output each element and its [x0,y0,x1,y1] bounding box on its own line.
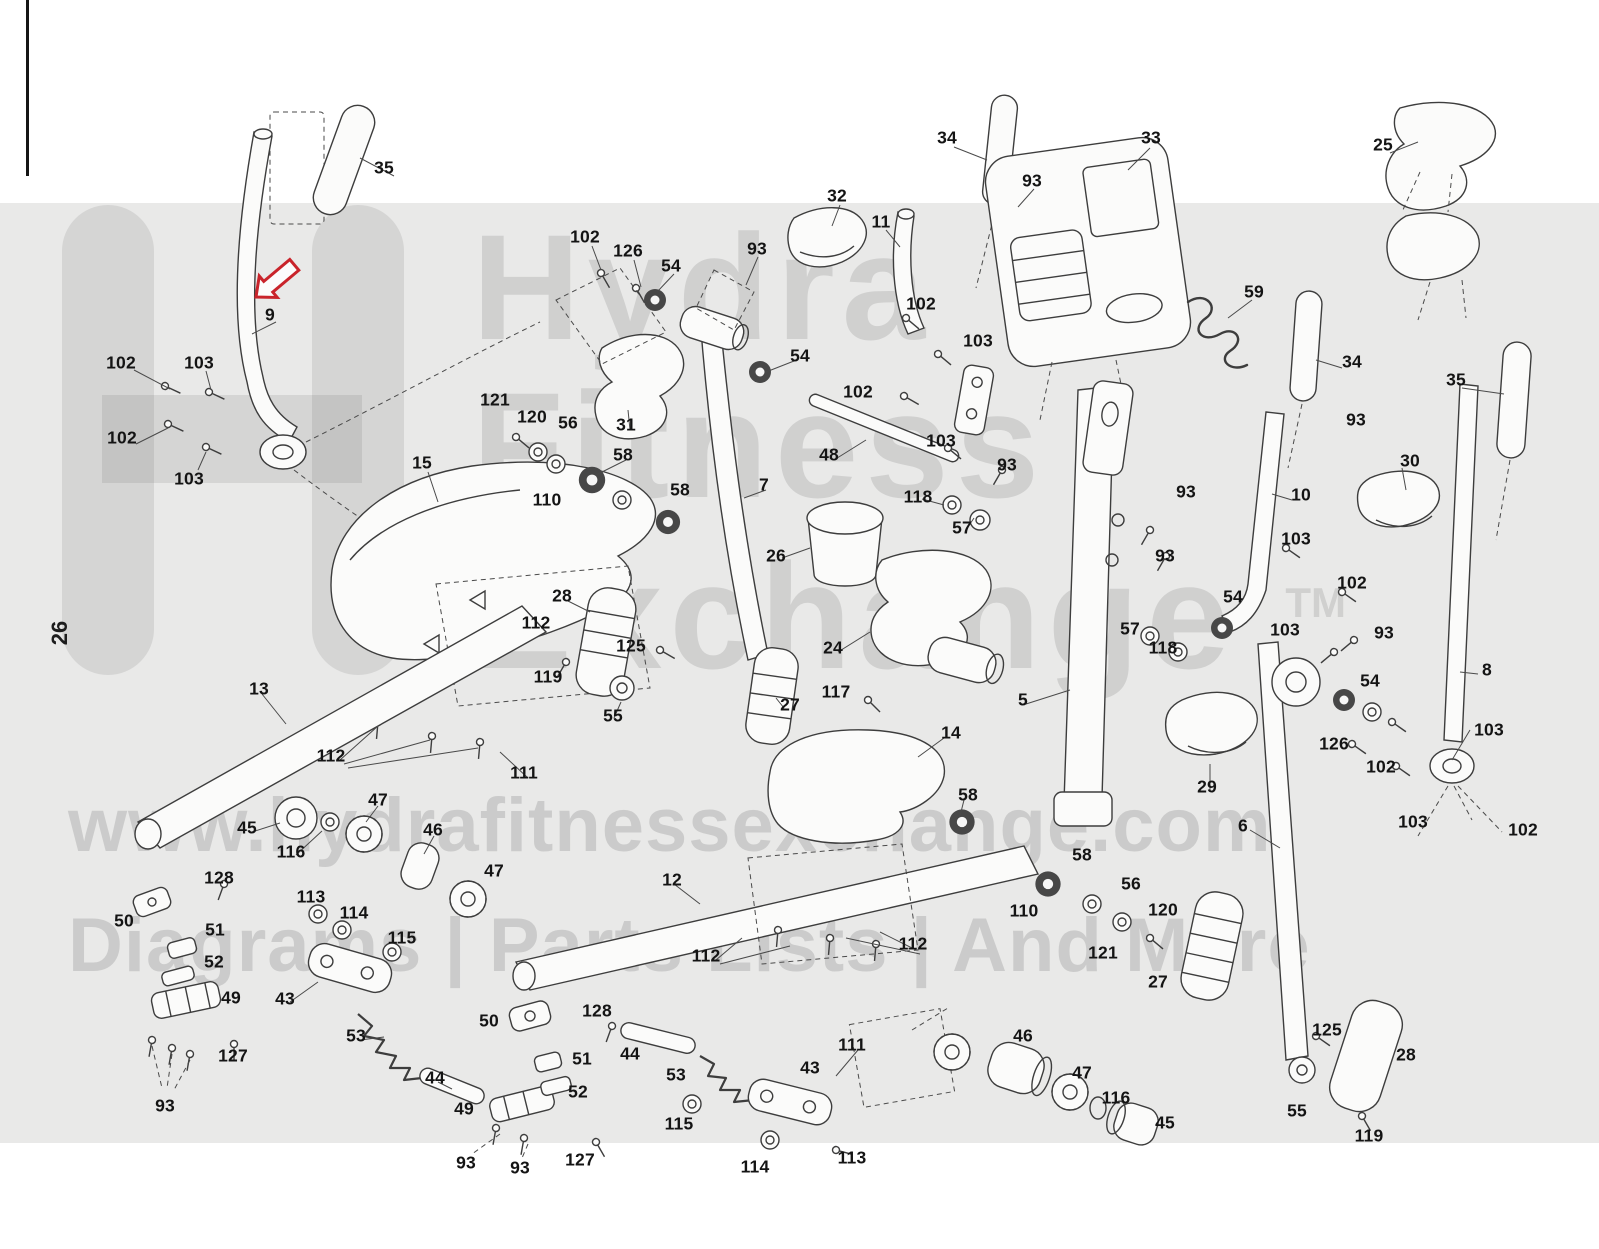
part-seat-14 [747,729,946,965]
bottom-right-roller-cluster [911,1007,1159,1146]
part-foot-28-left [553,587,678,701]
highlight-arrow-shape [254,257,301,300]
machine-drawing [132,94,1532,1160]
part-cup-26 [806,501,884,587]
part-grip-35-right [1495,341,1532,541]
part-cover-24 [862,549,1005,716]
part-console-33 [984,136,1192,421]
part-cable-59 [1186,296,1249,369]
part-tube-6 [1257,641,1309,1061]
center-hardware [555,267,1360,667]
part-cover-31 [594,333,685,440]
part-cover-30 [1356,470,1440,528]
part-upright-5 [1053,380,1134,827]
leader-lines [133,141,1505,1090]
part-arm-7 [679,305,799,745]
part-rail-13 [134,605,548,850]
part-foot-27-right [1180,891,1244,1001]
part-tube-8 [1417,383,1503,837]
page-edge-mark [26,0,29,176]
part-tube-10 [1221,411,1285,633]
part-cover-32 [787,207,867,268]
fasteners-top-left [159,380,227,459]
highlight-arrow [254,257,301,300]
left-crank-cluster [132,796,487,1105]
part-axle-48 [808,393,960,463]
part-handlebar-9 [236,104,541,581]
part-grip-34-right [1287,290,1323,469]
bottom-middle-cluster [471,1000,956,1160]
part-cover-25 [1385,101,1496,321]
part-rail-12 [512,845,1040,991]
part-cover-29 [1164,691,1258,756]
part-foot-28-right [1288,999,1404,1134]
right-hub-assembly [1271,657,1413,780]
part-handle-11 [892,208,995,436]
part-seat-15 [330,461,657,760]
watermark-band [0,203,1599,1143]
